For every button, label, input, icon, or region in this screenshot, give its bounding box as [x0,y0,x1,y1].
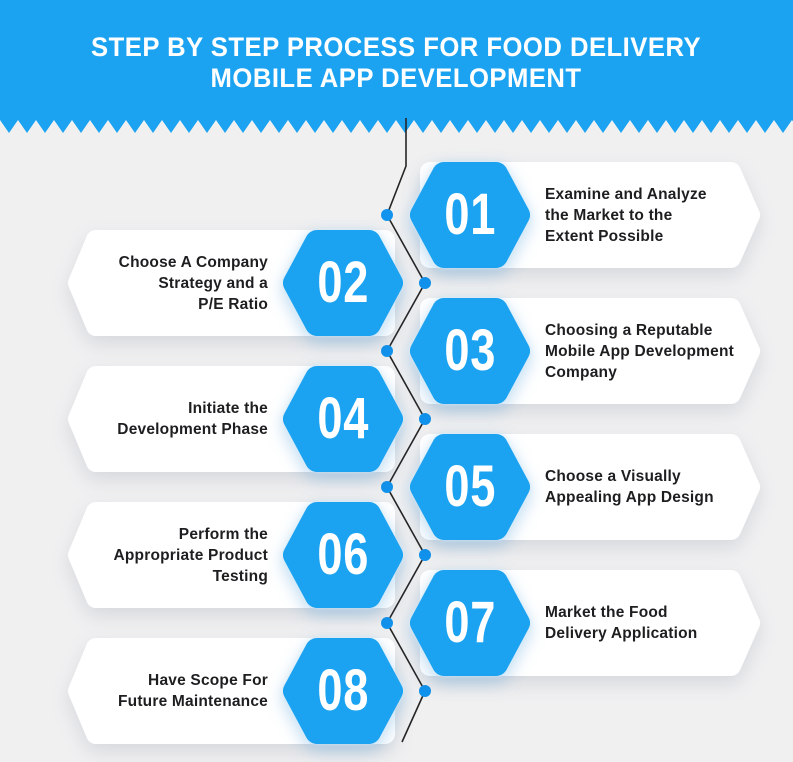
step-08-hexagon [283,638,403,744]
step-08-label: Have Scope For Future Maintenance [117,672,268,710]
step-05-hexagon [410,434,530,540]
page-title: STEP BY STEP PROCESS FOR FOOD DELIVERY M… [91,32,701,94]
step-03-hexagon [410,298,530,404]
step-row-04: Initiate the Development Phase 04 [0,366,793,472]
timeline-dot-6 [419,549,431,561]
step-05-number: 05 [444,454,496,519]
step-02-hexagon [283,230,403,336]
step-06-number: 06 [317,522,369,587]
step-02-number: 02 [317,250,369,315]
step-07-number: 07 [444,590,496,655]
step-07-label: Market the Food Delivery Application [545,604,698,642]
timeline-dot-3 [381,345,393,357]
header-banner: STEP BY STEP PROCESS FOR FOOD DELIVERY M… [0,0,793,120]
step-06-label: Perform the Appropriate Product Testing [113,525,268,585]
step-row-01: Examine and Analyze the Market to the Ex… [0,162,793,268]
step-08-number: 08 [317,658,369,723]
step-01-number: 01 [444,182,496,247]
step-04-number: 04 [317,386,369,451]
step-03-label: Choosing a Reputable Mobile App Developm… [545,321,734,381]
timeline-dot-5 [381,481,393,493]
step-04-hexagon [283,366,403,472]
step-row-02: Choose A Company Strategy and a P/E Rati… [0,230,793,336]
step-03-number: 03 [444,318,496,383]
page-title-line1: STEP BY STEP PROCESS FOR FOOD DELIVERY [91,32,702,62]
timeline-dots [381,209,431,697]
banner-zigzag-edge [0,120,793,133]
step-07-hexagon [410,570,530,676]
step-row-03: Choosing a Reputable Mobile App Developm… [0,298,793,404]
step-row-05: Choose a Visually Appealing App Design 0… [0,434,793,540]
timeline-dot-7 [381,617,393,629]
timeline-dot-2 [419,277,431,289]
step-04-label: Initiate the Development Phase [117,400,268,438]
timeline-dot-8 [419,685,431,697]
step-row-08: Have Scope For Future Maintenance 08 [0,638,793,744]
step-row-06: Perform the Appropriate Product Testing … [0,502,793,608]
step-row-07: Market the Food Delivery Application 07 [0,570,793,676]
step-01-label: Examine and Analyze the Market to the Ex… [545,185,707,245]
step-02-label: Choose A Company Strategy and a P/E Rati… [118,253,268,313]
timeline-dot-1 [381,209,393,221]
step-06-hexagon [283,502,403,608]
step-05-label: Choose a Visually Appealing App Design [545,468,714,506]
step-01-hexagon [410,162,530,268]
timeline-dot-4 [419,413,431,425]
page-title-line2: MOBILE APP DEVELOPMENT [210,63,583,93]
